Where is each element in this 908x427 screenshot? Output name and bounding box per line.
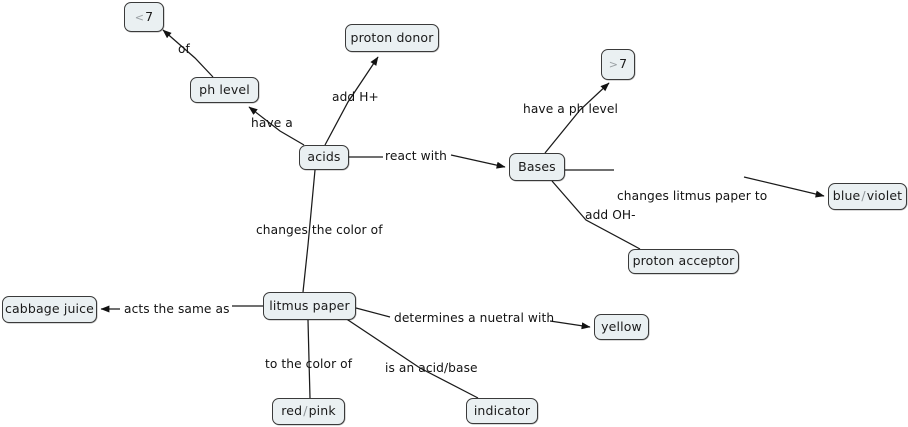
edge-label-acts-the-same-as: acts the same as <box>124 302 230 316</box>
edge-litmus-to-indicator <box>344 317 479 399</box>
node-yellow[interactable]: yellow <box>594 314 649 340</box>
edge-label-add-oh-minus: add OH- <box>585 208 636 222</box>
less-than-symbol: < <box>134 10 145 24</box>
node-indicator[interactable]: indicator <box>466 398 538 424</box>
edge-label-to-the-color-of: to the color of <box>265 357 353 371</box>
node-blue-violet-left: blue <box>832 188 861 204</box>
node-red-pink-right: pink <box>308 403 336 419</box>
node-proton-donor[interactable]: proton donor <box>345 24 439 52</box>
slash-separator: / <box>861 188 866 204</box>
edge-acids-to-bases-b <box>450 154 506 169</box>
slash-separator: / <box>303 403 308 419</box>
edge-label-add-h-plus: add H+ <box>332 90 379 104</box>
node-blue-violet-right: violet <box>866 188 903 204</box>
edge-label-have-a-ph-level: have a ph level <box>523 102 618 116</box>
edge-label-is-an-acid-base: is an acid/base <box>385 361 478 375</box>
node-ph-level[interactable]: ph level <box>190 77 259 103</box>
node-acids[interactable]: acids <box>299 145 349 170</box>
edge-label-changes-litmus-paper-to: changes litmus paper to <box>617 189 768 203</box>
node-cabbage-juice[interactable]: cabbage juice <box>2 296 97 323</box>
edge-label-react-with: react with <box>385 149 447 163</box>
greater-than-symbol: > <box>608 58 619 71</box>
edge-label-of: of <box>178 42 190 56</box>
node-red-pink[interactable]: red/pink <box>272 398 345 425</box>
node-bases[interactable]: Bases <box>509 153 565 181</box>
node-less-than-7[interactable]: <7 <box>124 2 164 32</box>
node-proton-acceptor[interactable]: proton acceptor <box>628 249 739 274</box>
node-less-than-7-value: 7 <box>145 8 154 24</box>
node-greater-than-7[interactable]: >7 <box>601 49 635 80</box>
edge-litmus-to-yellow-a <box>355 307 391 318</box>
edge-label-determines-a-nuetral-with: determines a nuetral with <box>394 311 555 325</box>
edge-label-changes-the-color-of: changes the color of <box>256 223 383 237</box>
edge-litmus-to-yellow-b <box>549 320 591 330</box>
node-red-pink-left: red <box>281 403 303 419</box>
edge-bases-to-gt7 <box>544 82 610 154</box>
node-litmus-paper[interactable]: litmus paper <box>263 292 356 320</box>
node-greater-than-7-value: 7 <box>619 56 628 72</box>
edge-label-have-a: have a <box>251 116 293 130</box>
node-blue-violet[interactable]: blue/violet <box>828 183 907 210</box>
